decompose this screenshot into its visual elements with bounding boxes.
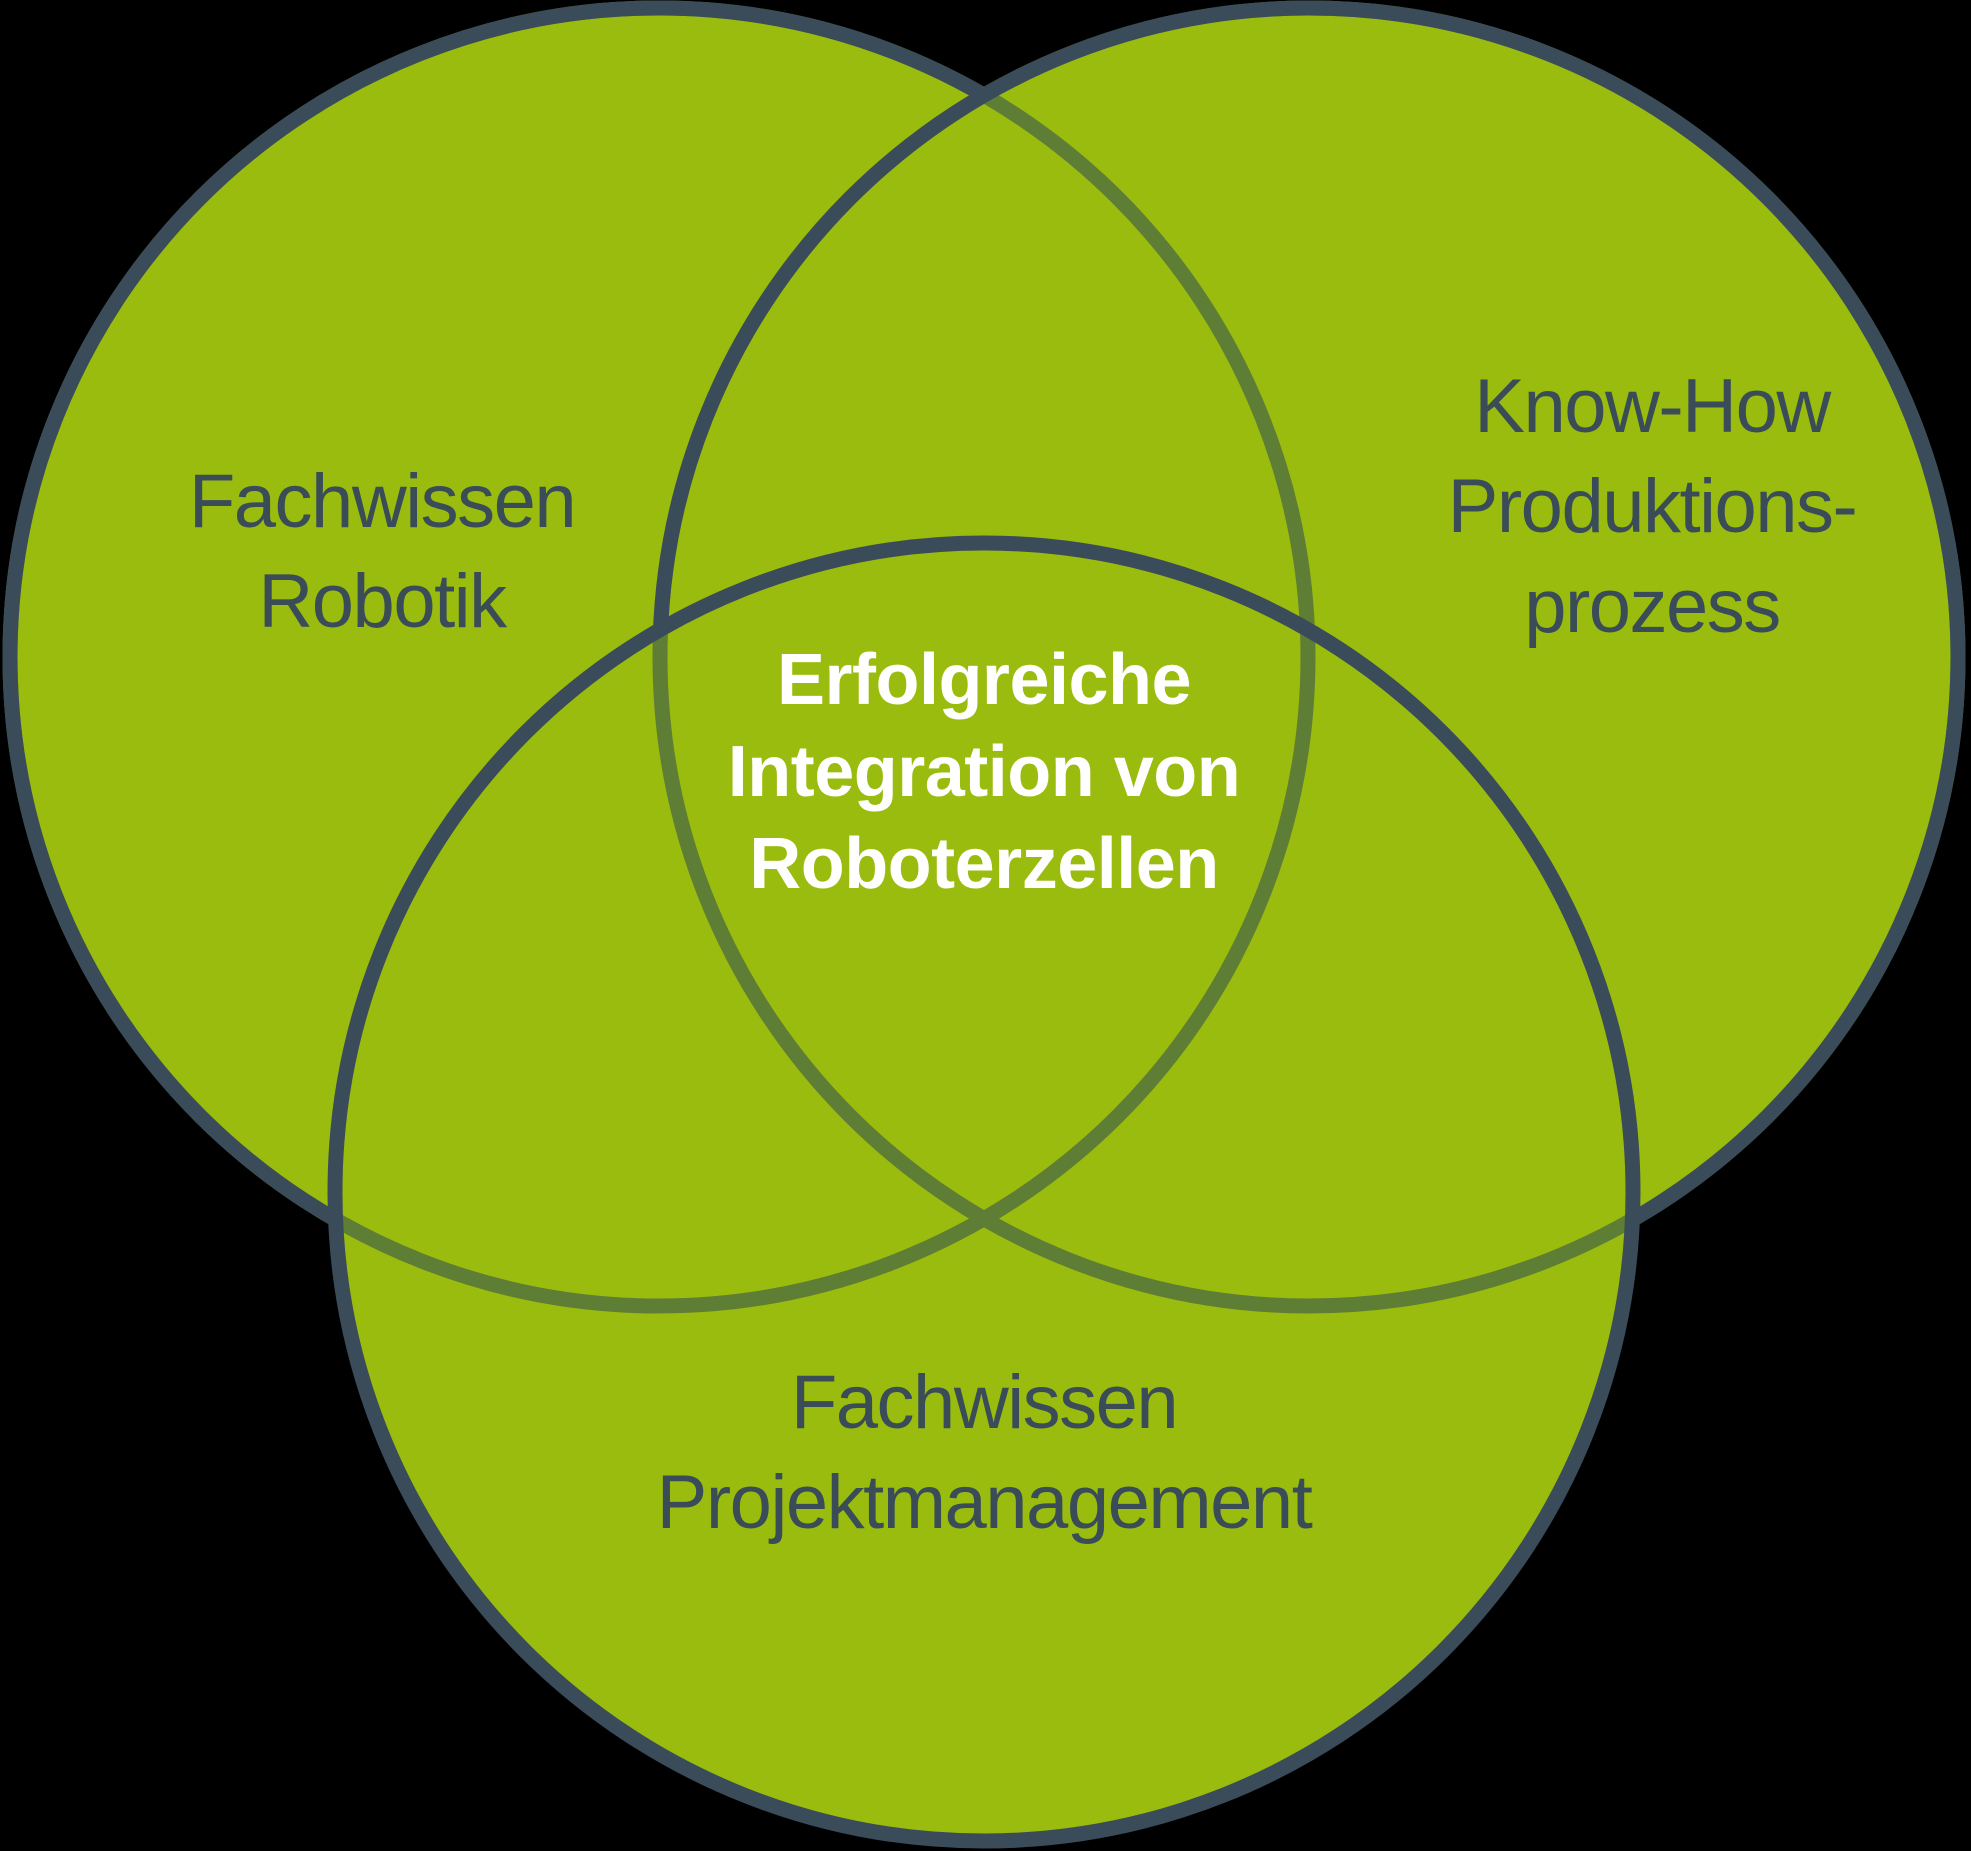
label-intersection: Erfolgreiche Integration von Roboterzell… bbox=[728, 640, 1241, 904]
circle-projektmanagement-border bbox=[327, 535, 1641, 1849]
label-intersection-line-3: Roboterzellen bbox=[749, 824, 1219, 904]
label-produktionsprozess: Know-How Produktions- prozess bbox=[1448, 364, 1858, 649]
label-robotik-line-1: Fachwissen bbox=[189, 459, 575, 544]
label-produktionsprozess-line-1: Know-How bbox=[1474, 364, 1832, 449]
label-intersection-line-1: Erfolgreiche bbox=[777, 640, 1191, 720]
circle-produktionsprozess-border bbox=[652, 0, 1966, 1314]
label-projektmanagement: Fachwissen Projektmanagement bbox=[657, 1360, 1315, 1545]
circle-projektmanagement bbox=[335, 543, 1633, 1841]
label-produktionsprozess-line-3: prozess bbox=[1524, 564, 1780, 649]
label-projektmanagement-line-1: Fachwissen bbox=[791, 1360, 1177, 1445]
label-produktionsprozess-line-2: Produktions- bbox=[1448, 464, 1857, 549]
label-robotik: Fachwissen Robotik bbox=[189, 459, 577, 644]
circle-robotik-border bbox=[2, 0, 1316, 1314]
label-intersection-line-2: Integration von bbox=[728, 732, 1241, 812]
label-robotik-line-2: Robotik bbox=[258, 559, 508, 644]
label-projektmanagement-line-2: Projektmanagement bbox=[657, 1460, 1313, 1545]
